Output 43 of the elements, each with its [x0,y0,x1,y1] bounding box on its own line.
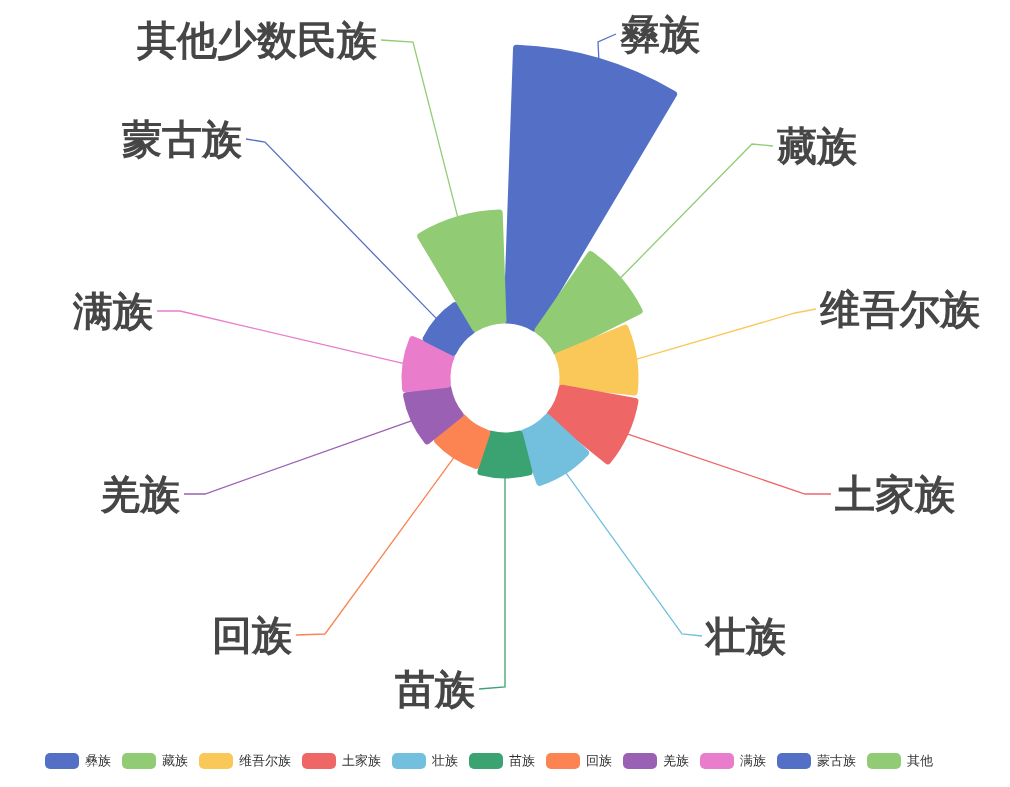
legend-label: 彝族 [85,752,111,770]
rose-chart-slice [434,414,491,469]
leader-line [597,33,617,60]
legend-label: 维吾尔族 [239,752,291,770]
rose-chart-slice [534,251,643,356]
category-label: 苗族 [395,667,475,711]
leader-line [478,477,506,690]
leader-line [295,457,455,636]
category-label: 羌族 [100,472,180,516]
leader-line [620,143,774,279]
leader-line [183,420,412,495]
leader-line [627,433,832,495]
rose-chart-slice [546,384,639,465]
rose-chart-slice [401,336,455,393]
leader-line [156,310,404,364]
legend-label: 土家族 [342,752,381,770]
category-label: 蒙古族 [122,117,242,161]
leader-line [380,39,459,218]
legend-label: 苗族 [509,752,535,770]
category-label: 其他少数民族 [137,18,377,62]
leader-line [565,472,703,637]
rose-chart-slice [519,414,590,486]
legend-label: 羌族 [663,752,689,770]
legend-label: 其他 [907,752,933,770]
legend-label: 蒙古族 [817,752,856,770]
category-label: 满族 [73,289,153,333]
category-label: 藏族 [777,124,857,168]
category-label: 彝族 [620,12,700,56]
leader-line [245,138,437,320]
category-label: 维吾尔族 [820,287,980,331]
rose-chart-slice [403,384,464,445]
legend-label: 壮族 [432,752,458,770]
rose-chart-slice [477,430,533,479]
leader-line [636,308,817,360]
legend-label: 满族 [740,752,766,770]
rose-chart-slice [555,324,639,396]
legend-label: 回族 [586,752,612,770]
category-label: 土家族 [835,472,955,516]
legend-label: 藏族 [162,752,188,770]
rose-chart-slice [417,209,507,332]
rose-chart-slice [422,302,476,356]
category-label: 壮族 [706,614,786,658]
category-label: 回族 [212,613,292,657]
